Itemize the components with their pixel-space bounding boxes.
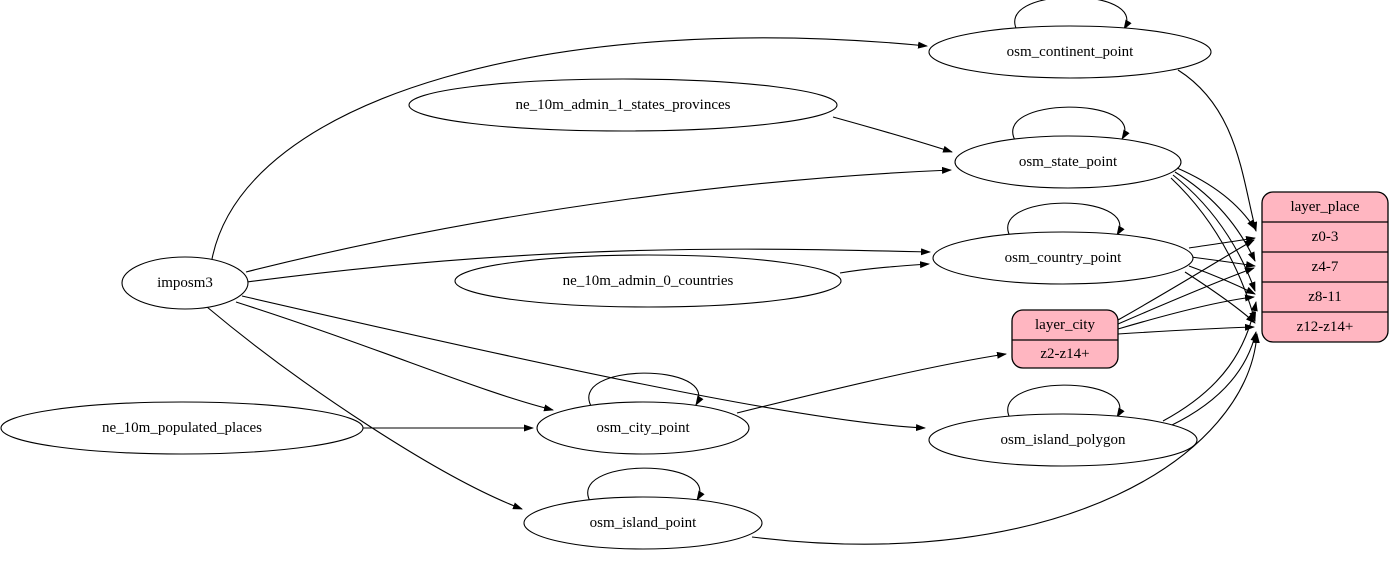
node-ne_10m_admin_0_countries: ne_10m_admin_0_countries <box>454 254 842 308</box>
label-osm_country_point: osm_country_point <box>1005 250 1122 266</box>
ellipse-osm_state_point <box>954 135 1182 189</box>
ellipse-osm_country_point <box>932 231 1194 285</box>
edge-imposm3-to-osm_continent_point <box>211 37 928 260</box>
node-osm_city_point: osm_city_point <box>536 372 750 455</box>
edge-layer_city-to-layer_place-z12-z14+ <box>1117 323 1255 335</box>
node-osm_island_polygon: osm_island_polygon <box>928 384 1198 467</box>
ellipse-ne_10m_admin_1_states_provinces <box>408 78 838 132</box>
edge-osm_city_point-to-layer_city-z2-z14+ <box>736 351 1007 414</box>
label-ne_10m_populated_places: ne_10m_populated_places <box>102 420 262 436</box>
ellipse-osm_continent_point <box>928 25 1212 79</box>
edge-osm_continent_point-to-layer_place-z0-3 <box>1177 69 1258 232</box>
node-osm_country_point: osm_country_point <box>932 202 1194 285</box>
node-layer_city: layer_city z2-z14+ <box>1011 309 1119 369</box>
record-row-layer_place-z4-7: z4-7 <box>1312 259 1339 275</box>
record-row-layer_place-z12-z14+: z12-z14+ <box>1297 319 1354 335</box>
label-osm_island_point: osm_island_point <box>590 515 698 531</box>
ellipse-osm_island_polygon <box>928 413 1198 467</box>
nodes-layer: imposm3 ne_10m_admin_1_states_provincesne… <box>0 0 1389 550</box>
edge-osm_state_point-to-layer_place-z8-11 <box>1172 174 1256 292</box>
self-loop-osm_country_point <box>1007 202 1125 239</box>
edge-layer_city-to-layer_place-z8-11 <box>1117 294 1255 330</box>
self-loop-osm_city_point <box>588 372 704 409</box>
edge-layer_city-to-layer_place-z4-7 <box>1117 267 1255 325</box>
node-ne_10m_populated_places: ne_10m_populated_places <box>0 401 364 455</box>
label-ne_10m_admin_0_countries: ne_10m_admin_0_countries <box>563 273 734 289</box>
edge-osm_country_point-to-layer_place-z0-3 <box>1188 236 1256 249</box>
edges-layer <box>206 37 1260 545</box>
node-osm_continent_point: osm_continent_point <box>928 0 1212 79</box>
self-loop-osm_island_polygon <box>1007 384 1125 421</box>
label-osm_state_point: osm_state_point <box>1019 154 1118 170</box>
ellipse-ne_10m_populated_places <box>0 401 364 455</box>
edge-osm_state_point-to-layer_place-z4-7 <box>1174 171 1256 262</box>
ellipse-osm_island_point <box>523 496 763 550</box>
edge-imposm3-to-osm_island_point <box>206 306 523 510</box>
ellipse-osm_city_point <box>536 401 750 455</box>
edge-osm_island_point-to-layer_place-z12-z14+ <box>751 333 1260 545</box>
edge-osm_island_polygon-to-layer_place-z8-11 <box>1162 301 1258 422</box>
record-title-layer_city: layer_city <box>1035 317 1095 333</box>
self-loop-osm_continent_point <box>1014 0 1132 33</box>
edge-layer_city-to-layer_place-z0-3 <box>1117 239 1255 321</box>
edge-imposm3-to-osm_city_point <box>235 301 554 412</box>
record-row-layer_place-z0-3: z0-3 <box>1312 229 1339 245</box>
record-box-layer_city <box>1011 309 1119 369</box>
edge-osm_country_point-to-layer_place-z8-11 <box>1188 265 1256 295</box>
edge-ne_10m_admin_1_states_provinces-to-osm_state_point <box>832 116 953 153</box>
node-osm_state_point: osm_state_point <box>954 106 1182 189</box>
record-box-layer_place <box>1261 191 1389 343</box>
edge-imposm3-to-osm_state_point <box>245 166 952 273</box>
ellipse-ne_10m_admin_0_countries <box>454 254 842 308</box>
edge-osm_country_point-to-layer_place-z4-7 <box>1190 256 1256 268</box>
label-osm_continent_point: osm_continent_point <box>1007 44 1134 60</box>
record-row-layer_place-z8-11: z8-11 <box>1308 289 1342 305</box>
edge-osm_country_point-to-layer_place-z12-z14+ <box>1184 271 1256 324</box>
node-imposm3: imposm3 <box>121 256 249 310</box>
node-layer_place: layer_place z0-3 z4-7 z8-11 z12-z14+ <box>1261 191 1389 343</box>
edge-imposm3-to-osm_country_point <box>246 248 931 283</box>
node-ne_10m_admin_1_states_provinces: ne_10m_admin_1_states_provinces <box>408 78 838 132</box>
edge-imposm3-to-osm_island_polygon <box>241 295 926 432</box>
self-loop-osm_island_point <box>587 467 705 504</box>
label-osm_city_point: osm_city_point <box>596 420 690 436</box>
node-osm_island_point: osm_island_point <box>523 467 763 550</box>
label-osm_island_polygon: osm_island_polygon <box>1000 432 1126 448</box>
edge-ne_10m_admin_0_countries-to-osm_country_point <box>839 261 930 274</box>
ellipse-imposm3 <box>121 256 249 310</box>
edge-osm_state_point-to-layer_place-z0-3 <box>1176 167 1256 230</box>
label-imposm3: imposm3 <box>157 275 213 291</box>
label-ne_10m_admin_1_states_provinces: ne_10m_admin_1_states_provinces <box>516 97 731 113</box>
edge-osm_island_polygon-to-layer_place-z12-z14+ <box>1169 331 1258 427</box>
record-title-layer_place: layer_place <box>1290 199 1359 215</box>
self-loop-osm_state_point <box>1012 106 1130 143</box>
record-row-layer_city-z2-z14+: z2-z14+ <box>1040 346 1089 362</box>
